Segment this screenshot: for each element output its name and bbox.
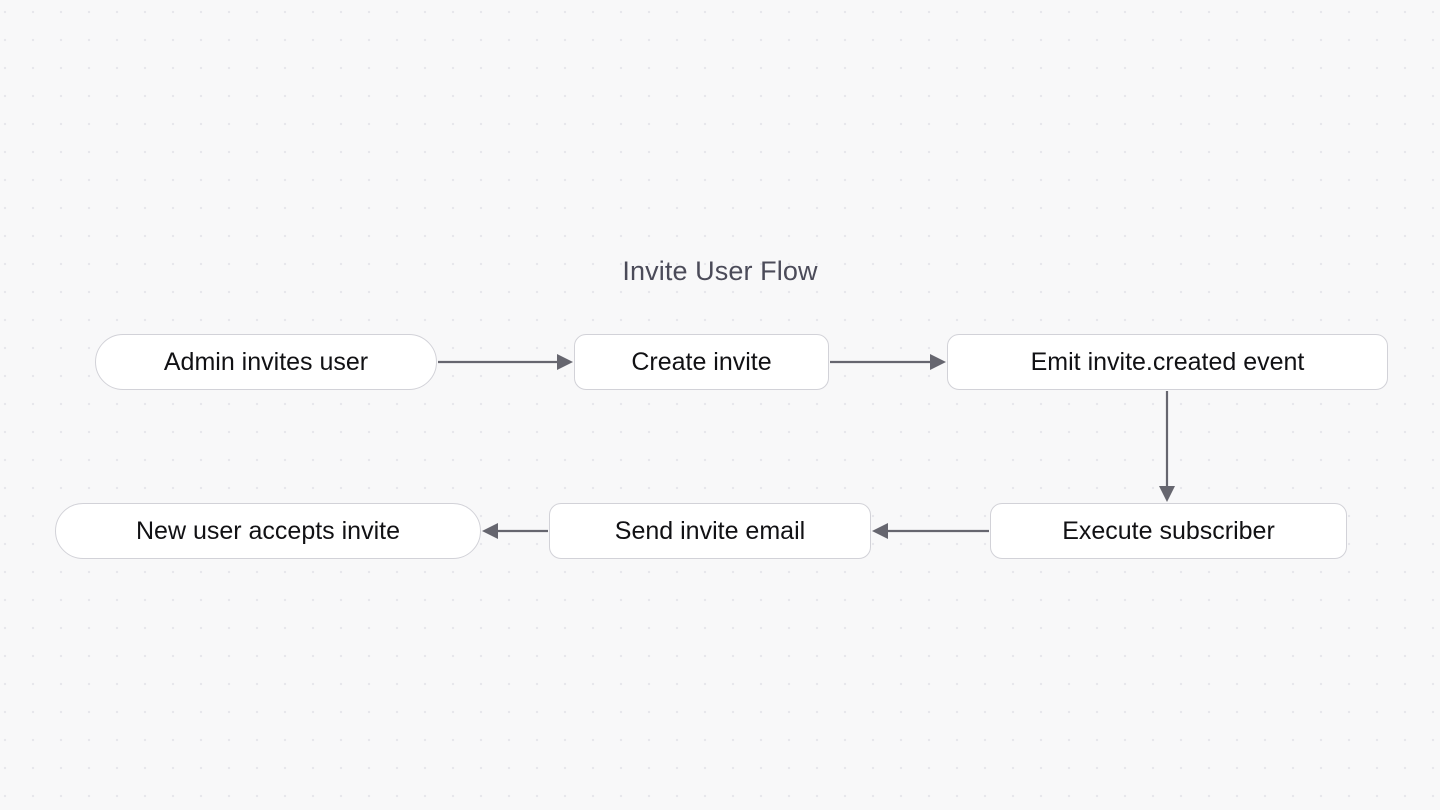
node-admin-invites-user[interactable]: Admin invites user (95, 334, 437, 390)
node-label: Send invite email (614, 517, 806, 545)
edge-send-invite-email-to-new-user-accepts-invite (482, 523, 548, 539)
node-label: Execute subscriber (1062, 517, 1275, 545)
edge-create-invite-to-emit-invite-created-event (830, 354, 946, 370)
node-send-invite-email[interactable]: Send invite email (549, 503, 871, 559)
edge-execute-subscriber-to-send-invite-email (872, 523, 989, 539)
node-emit-invite-created-event[interactable]: Emit invite.created event (947, 334, 1388, 390)
node-new-user-accepts-invite[interactable]: New user accepts invite (55, 503, 481, 559)
node-label: New user accepts invite (135, 517, 400, 545)
node-label: Emit invite.created event (1030, 348, 1305, 376)
edge-admin-invites-user-to-create-invite (438, 354, 573, 370)
node-execute-subscriber[interactable]: Execute subscriber (990, 503, 1347, 559)
node-label: Admin invites user (163, 348, 369, 376)
page-title: Invite User Flow (622, 256, 818, 286)
edge-emit-invite-created-event-to-execute-subscriber (1159, 391, 1175, 502)
node-label: Create invite (631, 348, 772, 376)
node-create-invite[interactable]: Create invite (574, 334, 829, 390)
